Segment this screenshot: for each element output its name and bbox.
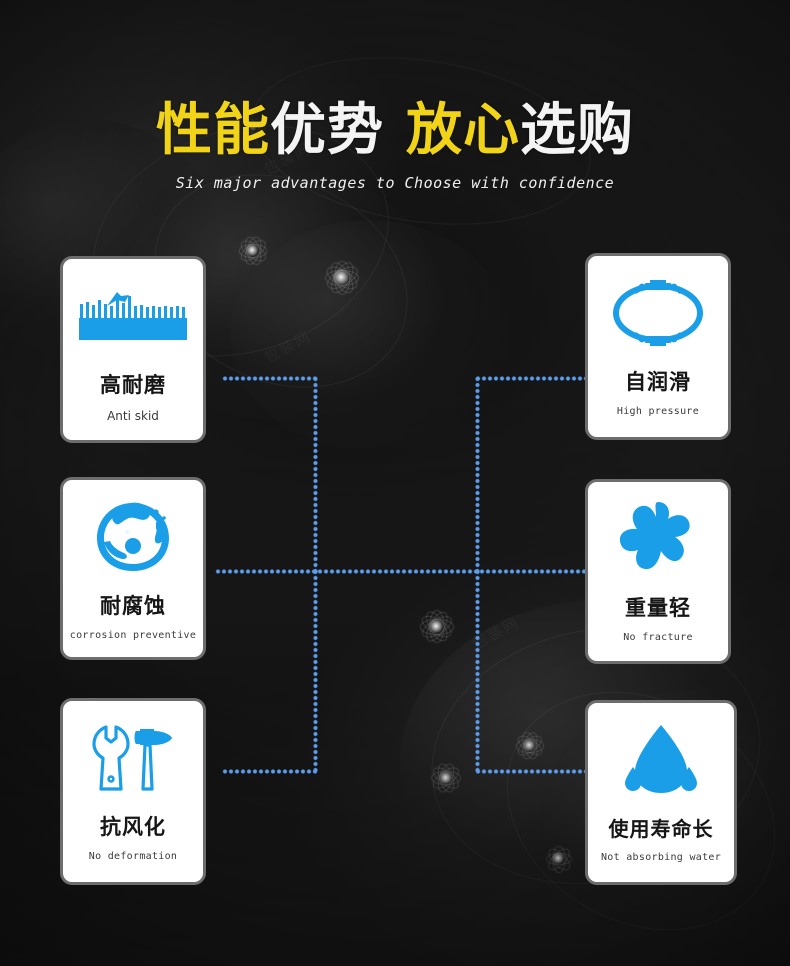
title-segment-white-1: 优势 (270, 98, 384, 163)
connector-line-right-vertical (475, 376, 480, 574)
background-flower-icon (408, 598, 464, 654)
feature-card-anti-skid[interactable]: 高耐磨 Anti skid (60, 256, 206, 443)
title-segment-white-2: 选购 (520, 98, 634, 163)
water-drop-icon (588, 717, 734, 803)
five-lobe-blob-icon (588, 496, 728, 582)
title-segment-yellow-1: 性能 (156, 98, 270, 163)
background-flower-icon (506, 722, 552, 768)
feature-card-title: 高耐磨 (100, 373, 166, 397)
feature-card-title: 重量轻 (625, 596, 691, 620)
feature-card-title: 抗风化 (100, 815, 166, 839)
background-flower-icon (420, 752, 470, 802)
watermark: 包装网 (260, 325, 315, 367)
feature-card-title: 自润滑 (625, 370, 691, 394)
ribbed-bar-icon (63, 273, 203, 359)
background-flower-icon (228, 226, 276, 274)
feature-card-subtitle: No fracture (623, 632, 693, 643)
background-flower-icon (312, 248, 370, 306)
background-petal-blob (230, 220, 510, 450)
title-segment-yellow-2: 放心 (406, 98, 520, 163)
watermark: 包装网 (468, 611, 523, 653)
ornate-oval-ring-icon (588, 270, 728, 356)
page-subtitle: Six major advantages to Choose with conf… (175, 174, 615, 192)
feature-card-title: 使用寿命长 (608, 817, 714, 841)
feature-card-subtitle: corrosion preventive (69, 630, 197, 641)
connector-line-bottom-left-vertical (313, 569, 318, 774)
feature-card-high-pressure[interactable]: 自润滑 High pressure (585, 253, 731, 440)
feature-card-not-absorbing-water[interactable]: 使用寿命长 Not absorbing water (585, 700, 737, 885)
feature-card-subtitle: No deformation (88, 851, 178, 862)
connector-line-left-vertical (313, 376, 318, 574)
connector-line-top-right-horizontal (475, 376, 585, 381)
feature-card-subtitle: Anti skid (107, 409, 159, 423)
feature-card-subtitle: High pressure (616, 406, 700, 417)
connector-line-top-left-horizontal (222, 376, 318, 381)
feature-card-title: 耐腐蚀 (100, 594, 166, 618)
feature-card-corrosion-preventive[interactable]: 耐腐蚀 corrosion preventive (60, 477, 206, 660)
water-splash-ring-icon (63, 494, 203, 580)
feature-card-no-deformation[interactable]: 抗风化 No deformation (60, 698, 206, 885)
wrench-hammer-icon (63, 715, 203, 801)
connector-line-bottom-right-horizontal (475, 769, 585, 774)
connector-line-center-horizontal (215, 569, 585, 574)
background-flower-icon (536, 836, 580, 880)
feature-card-subtitle: Not absorbing water (600, 852, 722, 863)
page-title: 性能优势放心选购 (0, 100, 790, 162)
poster-heading: 性能优势放心选购 Six major advantages to Choose … (0, 100, 790, 193)
connector-line-bottom-left-horizontal (222, 769, 318, 774)
connector-line-bottom-right-vertical (475, 569, 480, 774)
feature-card-no-fracture[interactable]: 重量轻 No fracture (585, 479, 731, 664)
